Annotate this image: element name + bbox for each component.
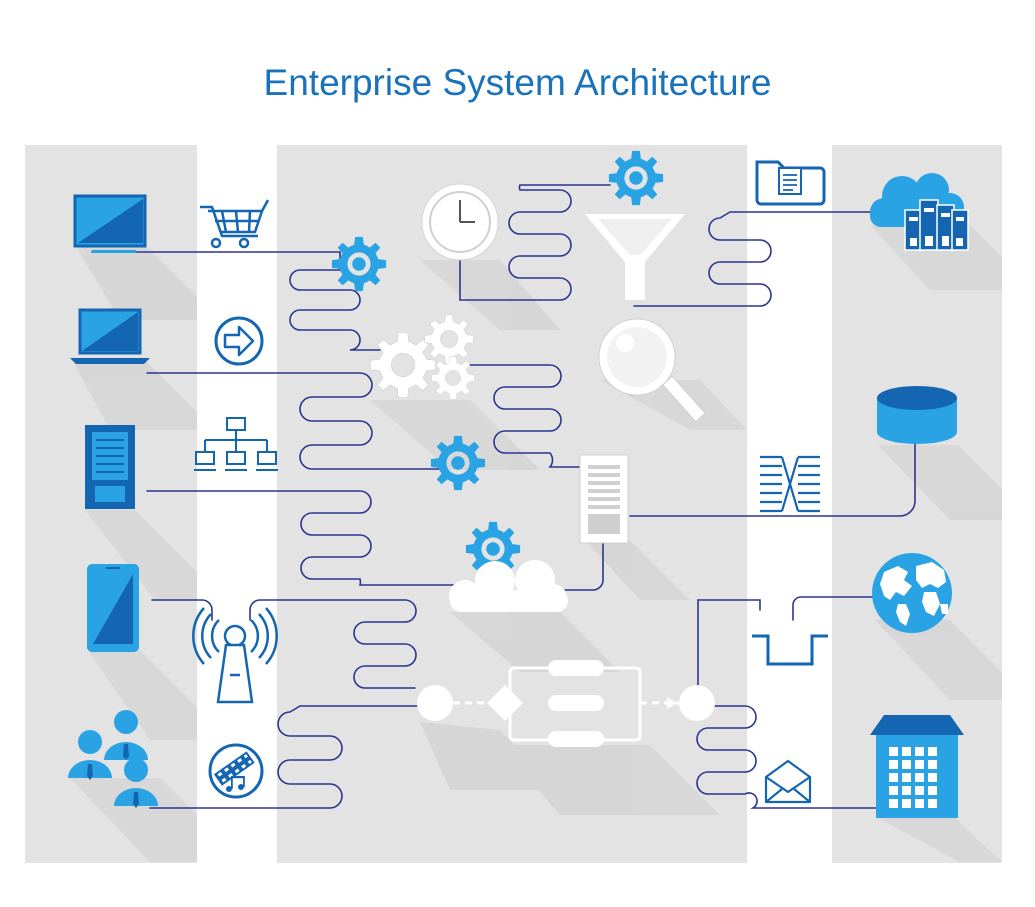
users-group-icon [68, 710, 158, 808]
clock-icon [421, 183, 499, 261]
building-icon [870, 715, 964, 818]
laptop-icon [70, 308, 150, 364]
magnifier-icon [598, 318, 706, 423]
long-shadows [70, 225, 1002, 862]
cloud-servers-icon [870, 173, 969, 251]
shopping-cart-icon [200, 199, 270, 249]
workflow-icon [417, 660, 715, 747]
data-transform-icon [760, 455, 820, 513]
radio-tower-icon [192, 607, 278, 704]
mail-envelope-icon [764, 759, 812, 804]
globe-icon [872, 553, 952, 633]
arrow-right-circle-icon [214, 316, 264, 366]
smartphone-icon [87, 564, 139, 652]
cloud-icon [449, 560, 568, 612]
org-chart-icon [194, 417, 278, 471]
database-icon [877, 386, 957, 444]
server-rack-icon [85, 425, 135, 509]
media-music-icon [208, 743, 264, 799]
page-title: Enterprise System Architecture [263, 62, 772, 103]
connection-lines [91, 184, 916, 809]
desktop-monitor-icon [73, 194, 147, 253]
tray-icon [752, 634, 828, 666]
filter-funnel-icon [585, 214, 685, 300]
folder-document-icon [755, 160, 826, 206]
document-list-icon [579, 454, 629, 544]
